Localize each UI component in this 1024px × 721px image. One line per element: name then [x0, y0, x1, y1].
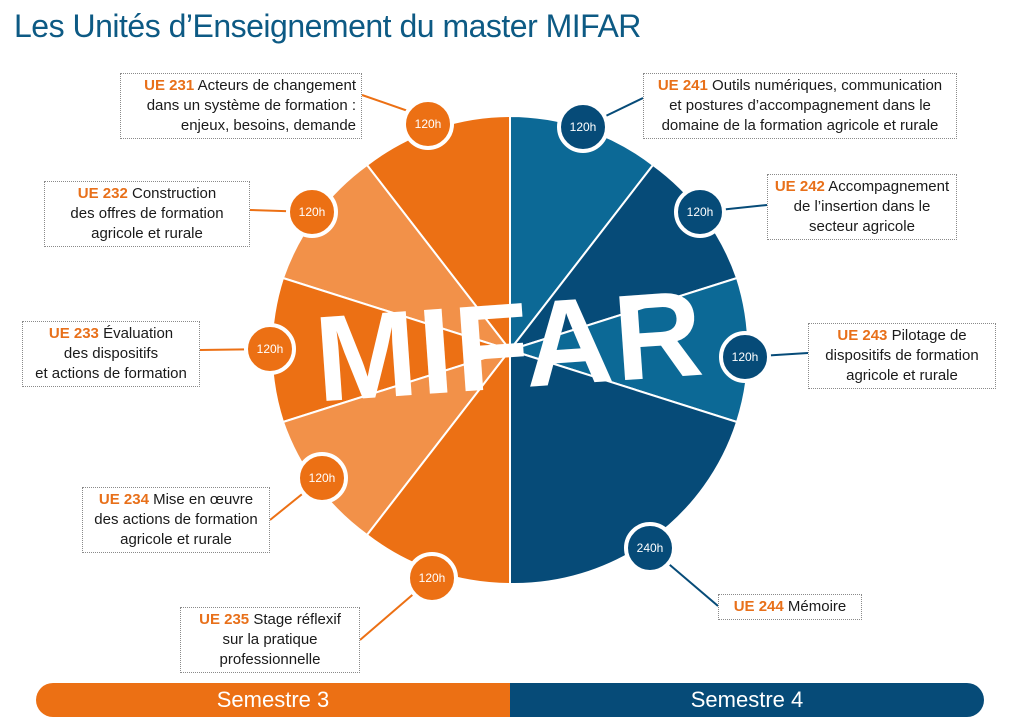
ue-242-code: UE 242: [774, 178, 825, 195]
ue-231-line-3: enjeux, besoins, demande: [180, 117, 356, 134]
ue-232-label: UE 232 Construction des offres de format…: [44, 181, 250, 247]
ue-232-line-1: Construction: [132, 185, 217, 202]
badge-ue-243: 120h: [719, 331, 771, 383]
ue-233-line-1: Évaluation: [103, 325, 174, 342]
ue-235-code: UE 235: [199, 611, 250, 628]
badge-ue-235: 120h: [406, 552, 458, 604]
svg-text:120h: 120h: [419, 571, 446, 585]
ue-242-line-1: Accompagnement: [828, 178, 950, 195]
ue-234-line-3: agricole et rurale: [120, 531, 232, 548]
ue-244-label: UE 244 Mémoire: [718, 594, 862, 620]
badge-ue-244: 240h: [624, 522, 676, 574]
ue-242-line-3: secteur agricole: [809, 218, 915, 235]
ue-235-line-2: sur la pratique: [222, 631, 318, 648]
svg-text:240h: 240h: [637, 541, 664, 555]
page-title: Les Unités d’Enseignement du master MIFA…: [14, 8, 641, 44]
ue-233-label: UE 233 Évaluation des dispositifs et act…: [22, 321, 200, 387]
center-word-mifar: MIFAR: [311, 265, 709, 428]
ue-231-code: UE 231: [144, 77, 195, 94]
badge-ue-231: 120h: [402, 98, 454, 150]
ue-241-label: UE 241 Outils numériques, communication …: [643, 73, 957, 139]
ue-241-line-2: et postures d’accompagnement dans le: [669, 97, 931, 114]
ue-232-line-2: des offres de formation: [70, 205, 224, 222]
svg-text:120h: 120h: [257, 342, 284, 356]
ue-234-line-2: des actions de formation: [94, 511, 258, 528]
badge-ue-233: 120h: [244, 323, 296, 375]
ue-243-line-1: Pilotage de: [891, 327, 967, 344]
svg-text:120h: 120h: [570, 120, 597, 134]
ue-235-line-3: professionnelle: [219, 651, 321, 668]
svg-text:120h: 120h: [415, 117, 442, 131]
svg-text:120h: 120h: [732, 350, 759, 364]
ue-241-line-1: Outils numériques, communication: [712, 77, 943, 94]
ue-243-line-3: agricole et rurale: [846, 367, 958, 384]
ue-241-line-3: domaine de la formation agricole et rura…: [661, 117, 939, 134]
semester-4-bar: Semestre 4: [510, 683, 984, 717]
hour-badges: 120h 120h 120h 120h 120h 120h 120h 120h: [244, 98, 771, 604]
ue-234-code: UE 234: [98, 491, 149, 508]
badge-ue-241: 120h: [557, 101, 609, 153]
ue-232-code: UE 232: [77, 185, 128, 202]
badge-ue-234: 120h: [296, 452, 348, 504]
badge-ue-232: 120h: [286, 186, 338, 238]
ue-242-label: UE 242 Accompagnement de l’insertion dan…: [767, 174, 957, 240]
ue-244-line-1: Mémoire: [787, 598, 847, 615]
ue-243-label: UE 243 Pilotage de dispositifs de format…: [808, 323, 996, 389]
ue-241-code: UE 241: [657, 77, 708, 94]
ue-243-code: UE 243: [837, 327, 888, 344]
badge-ue-242: 120h: [674, 186, 726, 238]
ue-233-line-2: des dispositifs: [63, 345, 159, 362]
ue-231-line-1: Acteurs de changement: [197, 77, 356, 94]
svg-text:120h: 120h: [687, 205, 714, 219]
ue-232-line-3: agricole et rurale: [91, 225, 203, 242]
ue-243-line-2: dispositifs de formation: [825, 347, 979, 364]
ue-234-line-1: Mise en œuvre: [153, 491, 254, 508]
ue-231-line-2: dans un système de formation :: [146, 97, 356, 114]
svg-text:120h: 120h: [299, 205, 326, 219]
ue-231-label: UE 231 Acteurs de changement dans un sys…: [120, 73, 362, 139]
ue-234-label: UE 234 Mise en œuvre des actions de form…: [82, 487, 270, 553]
ue-233-code: UE 233: [48, 325, 99, 342]
ue-233-line-3: et actions de formation: [35, 365, 187, 382]
ue-242-line-2: de l’insertion dans le: [793, 198, 931, 215]
svg-text:120h: 120h: [309, 471, 336, 485]
semester-3-bar: Semestre 3: [36, 683, 510, 717]
ue-235-label: UE 235 Stage réflexif sur la pratique pr…: [180, 607, 360, 673]
ue-244-code: UE 244: [733, 598, 784, 615]
ue-235-line-1: Stage réflexif: [253, 611, 341, 628]
